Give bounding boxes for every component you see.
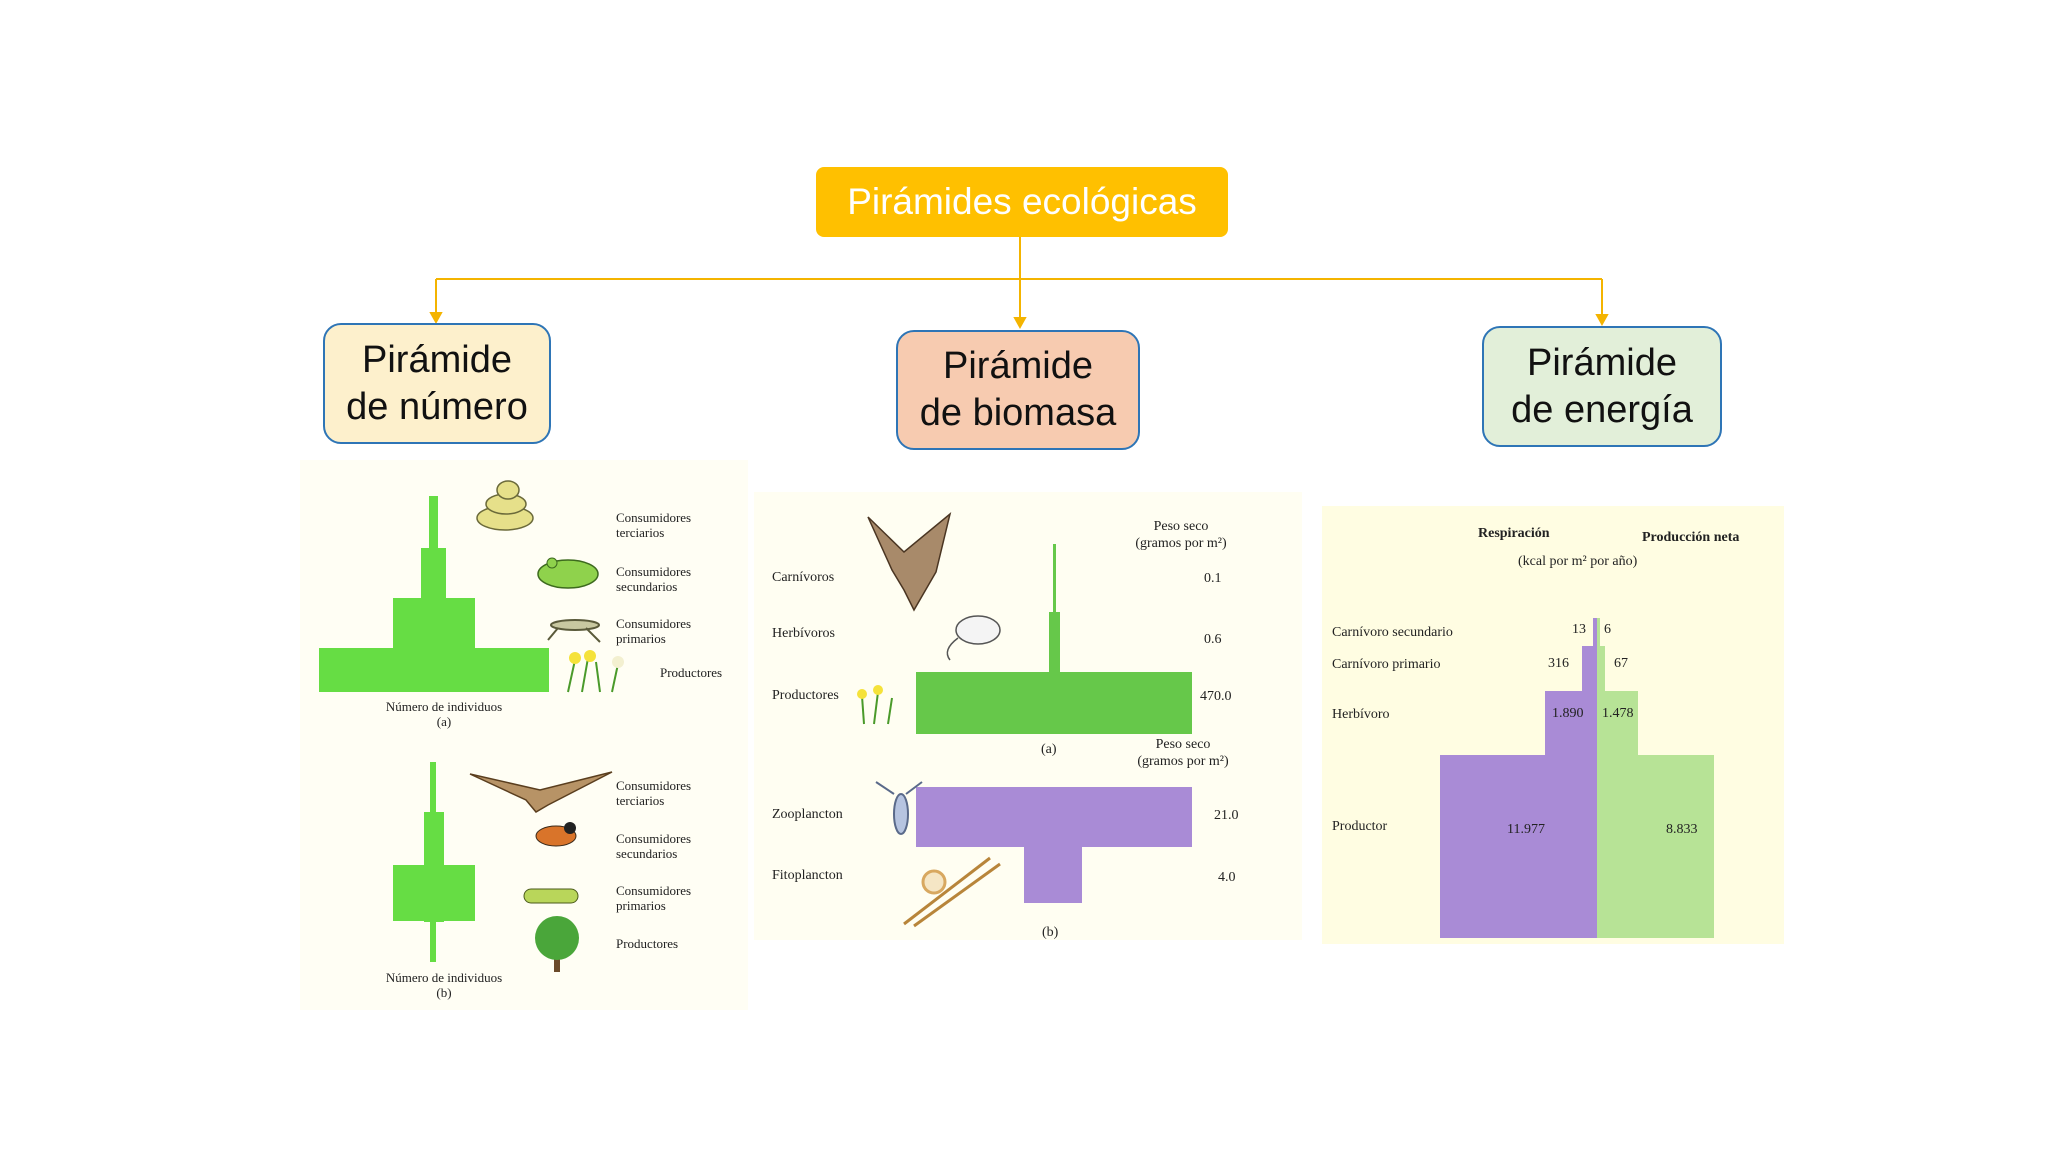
numero-b-label-0: Consumidores terciarios: [616, 778, 692, 808]
biomasa-bars-b: [916, 787, 1192, 903]
energia-label-3: Productor: [1332, 819, 1388, 834]
biomasa-a-label-1: Herbívoros: [772, 626, 835, 641]
numero-b-tag: (b): [436, 985, 452, 1000]
numero-b-label-3: Productores: [616, 936, 679, 951]
numero-a-label-3: Productores: [660, 665, 723, 680]
energia-resp-2: 1.890: [1552, 706, 1584, 721]
energia-graphics: [1440, 618, 1714, 938]
energia-resp-1: 316: [1548, 656, 1569, 671]
energia-col-prod: Producción neta: [1642, 530, 1740, 545]
numero-a-label-0: Consumidores terciarios: [616, 510, 692, 540]
biomasa-b-header-1: (gramos por m²): [1137, 754, 1229, 769]
energia-production-bars: [1597, 618, 1714, 938]
biomasa-a-tag: (a): [1041, 742, 1057, 757]
biomasa-a-value-1: 0.6: [1204, 632, 1222, 647]
category-biomasa-line2: de biomasa: [919, 392, 1117, 434]
numero-a-axis: Número de individuos: [385, 699, 503, 714]
energia-label-2: Herbívoro: [1332, 707, 1390, 722]
numero-a-tag: (a): [436, 714, 452, 729]
phytoplankton-icon: [903, 856, 1001, 928]
energia-prod-3: 8.833: [1666, 822, 1698, 837]
eagle-icon: [469, 771, 613, 813]
flowers-icon-biomasa: [857, 685, 893, 725]
biomasa-b-value-0: 21.0: [1214, 808, 1239, 823]
numero-a-label-1: Consumidores secundarios: [616, 564, 692, 594]
numero-b-label-2: Consumidores primarios: [616, 883, 692, 913]
caterpillar-icon: [523, 888, 579, 904]
tree-icon: [535, 916, 579, 972]
energia-col-resp: Respiración: [1478, 526, 1550, 541]
biomasa-b-tag: (b): [1042, 925, 1059, 940]
title-box: Pirámides ecológicas: [816, 167, 1228, 237]
energia-panel: Respiración Producción neta (kcal por m²…: [1322, 506, 1784, 944]
numero-panel: Consumidores terciarios Consumidores sec…: [300, 460, 748, 1010]
grasshopper-icon: [547, 619, 601, 643]
biomasa-a-label-0: Carnívoros: [772, 570, 835, 585]
category-biomasa-line1: Pirámide: [943, 345, 1093, 387]
numero-graphics: [319, 480, 624, 972]
biomasa-a-value-0: 0.1: [1204, 571, 1222, 586]
biomasa-b-header-0: Peso seco: [1155, 737, 1211, 752]
flowers-icon: [567, 650, 624, 693]
energia-prod-1: 67: [1614, 656, 1628, 671]
snake-icon: [476, 480, 534, 531]
biomasa-b-label-0: Zooplancton: [772, 807, 843, 822]
biomasa-bars-a: [916, 544, 1192, 734]
category-energia-line1: Pirámide: [1527, 341, 1677, 384]
biomasa-a-header-0: Peso seco: [1153, 519, 1209, 534]
biomasa-panel: Peso seco (gramos por m²) Carnívoros Her…: [754, 492, 1302, 940]
numero-b-axis: Número de individuos: [385, 970, 503, 985]
numero-a-label-2: Consumidores primarios: [616, 616, 692, 646]
category-numero-line2: de número: [346, 385, 528, 428]
energia-units: (kcal por m² por año): [1518, 554, 1638, 569]
biomasa-b-value-1: 4.0: [1218, 870, 1236, 885]
category-biomasa-box: Pirámide de biomasa: [896, 330, 1140, 450]
zooplankton-icon: [875, 781, 923, 835]
biomasa-a-label-2: Productores: [772, 688, 839, 703]
category-numero-line1: Pirámide: [362, 338, 512, 381]
category-energia-line2: de energía: [1511, 388, 1693, 431]
numero-pyramid-a: [319, 496, 549, 692]
energia-prod-2: 1.478: [1602, 706, 1634, 721]
mouse-icon: [946, 615, 1001, 661]
energia-respiration-bars: [1440, 618, 1597, 938]
energia-prod-0: 6: [1604, 622, 1611, 637]
biomasa-a-header-1: (gramos por m²): [1135, 536, 1227, 551]
biomasa-a-value-2: 470.0: [1200, 689, 1232, 704]
energia-label-0: Carnívoro secundario: [1332, 625, 1453, 640]
bird-icon: [535, 822, 577, 847]
biomasa-b-label-1: Fitoplancton: [772, 868, 843, 883]
energia-resp-3: 11.977: [1507, 822, 1545, 837]
energia-label-1: Carnívoro primario: [1332, 657, 1441, 672]
energia-resp-0: 13: [1572, 622, 1586, 637]
numero-pyramid-b: [393, 762, 475, 962]
biomasa-graphics: [857, 511, 1192, 928]
owl-icon: [867, 511, 952, 612]
numero-b-label-1: Consumidores secundarios: [616, 831, 692, 861]
frog-icon: [537, 557, 599, 589]
